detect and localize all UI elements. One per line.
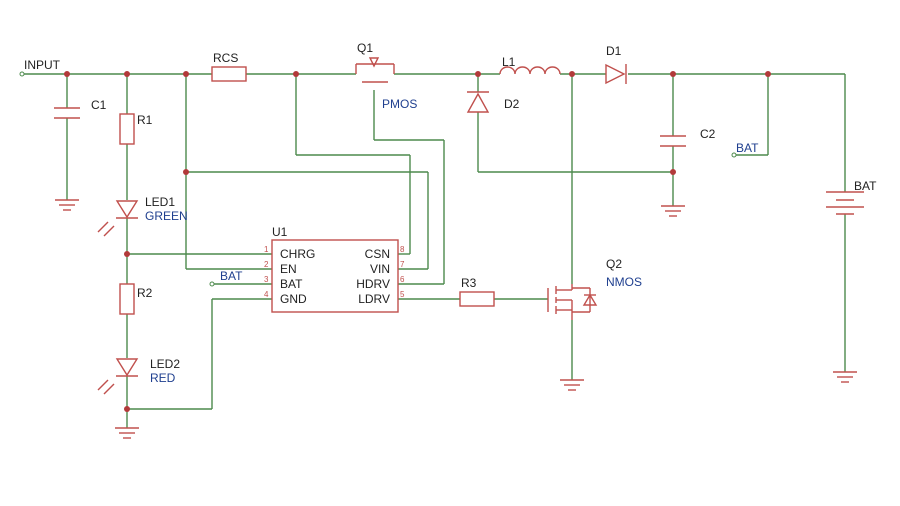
r2-body [119, 283, 135, 315]
led2-arrow-2 [103, 383, 115, 395]
label-l1: L1 [502, 55, 516, 69]
input-terminal [19, 71, 25, 77]
label-q1-type: PMOS [382, 97, 417, 111]
u1-pin-number: 2 [264, 260, 269, 269]
junction [183, 169, 189, 175]
q2-diode [582, 293, 598, 306]
label-led2-color: RED [150, 371, 176, 385]
r3-body [459, 291, 495, 307]
u1-pin-number: 1 [264, 245, 269, 254]
u1-pin-number: 6 [400, 275, 405, 284]
junction [124, 71, 130, 77]
gnd-battery [833, 371, 857, 383]
label-led1-color: GREEN [145, 209, 188, 223]
u1-pin-number: 5 [400, 290, 405, 299]
label-r2: R2 [137, 286, 153, 300]
junction [64, 71, 70, 77]
grounds [55, 199, 857, 439]
net-label-bat-in: BAT [220, 269, 243, 283]
junction [293, 71, 299, 77]
label-rcs: RCS [213, 51, 238, 65]
labels: INPUT C1 R1 LED1 GREEN R2 LED2 RED RCS Q… [24, 41, 877, 385]
label-c2: C2 [700, 127, 716, 141]
led1-arrow-2 [103, 225, 115, 237]
u1-pin-csn: CSN [365, 247, 390, 261]
label-u1: U1 [272, 225, 288, 239]
label-q2: Q2 [606, 257, 622, 271]
led2-arrow-1 [97, 379, 109, 391]
gnd-led2 [115, 427, 139, 439]
bat-net-terminal [731, 152, 737, 158]
u1-pin-ldrv: LDRV [358, 292, 390, 306]
junctions [64, 71, 771, 412]
label-c1: C1 [91, 98, 107, 112]
d2-body [466, 92, 490, 113]
junction [124, 406, 130, 412]
u1-pin-hdrv: HDRV [356, 277, 390, 291]
components [54, 57, 864, 395]
junction [670, 71, 676, 77]
label-r3: R3 [461, 276, 477, 290]
junction [569, 71, 575, 77]
junction [124, 251, 130, 257]
u1-pin-number: 8 [400, 245, 405, 254]
u1-pin-gnd: GND [280, 292, 307, 306]
net-label-bat: BAT [736, 141, 759, 155]
bat-in-terminal [209, 281, 215, 287]
u1-pin-number: 3 [264, 275, 269, 284]
junction [765, 71, 771, 77]
led2-body [115, 358, 139, 377]
r1-body [119, 113, 135, 145]
label-r1: R1 [137, 113, 153, 127]
d1-body [605, 63, 626, 85]
gnd-c1 [55, 199, 79, 211]
net-label-input: INPUT [24, 58, 61, 72]
u1-pin-number: 7 [400, 260, 405, 269]
junction [183, 71, 189, 77]
gnd-q2 [560, 379, 584, 391]
u1-pin-chrg: CHRG [280, 247, 315, 261]
led1-arrow-1 [97, 221, 109, 233]
q1-diode [368, 57, 380, 68]
label-led2: LED2 [150, 357, 180, 371]
gnd-c2 [661, 205, 685, 217]
junction [475, 71, 481, 77]
u1-pin-bat: BAT [280, 277, 303, 291]
label-d2: D2 [504, 97, 520, 111]
u1-body [271, 239, 399, 313]
label-battery: BAT [854, 179, 877, 193]
u1-pin-number: 4 [264, 290, 269, 299]
u1-pin-vin: VIN [370, 262, 390, 276]
l1-coil [499, 66, 561, 75]
junction [670, 169, 676, 175]
label-q2-type: NMOS [606, 275, 642, 289]
led1-body [115, 200, 139, 219]
label-q1: Q1 [357, 41, 373, 55]
wires [22, 73, 846, 428]
rcs-body [211, 66, 247, 82]
u1-pin-en: EN [280, 262, 297, 276]
label-d1: D1 [606, 44, 622, 58]
label-led1: LED1 [145, 195, 175, 209]
